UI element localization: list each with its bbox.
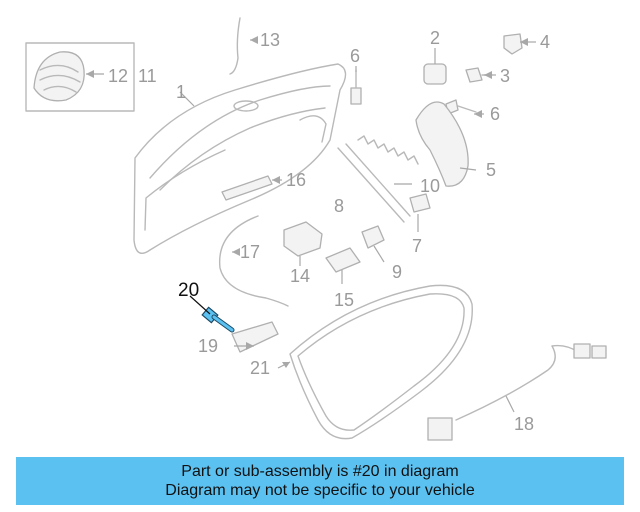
part-19-bracket [231, 321, 279, 353]
callout-6-upper: 6 [350, 46, 360, 66]
callout-7: 7 [412, 236, 422, 256]
part-7-bumper [409, 193, 431, 213]
part-6-bolt-upper [350, 69, 362, 105]
callout-11: 11 [138, 66, 157, 86]
callout-6-lower: 6 [490, 104, 500, 124]
banner-line-1: Part or sub-assembly is #20 in diagram [181, 463, 459, 480]
callout-12: 12 [108, 66, 128, 86]
inset-box [25, 42, 135, 112]
part-1-trunk-lid [133, 63, 347, 254]
parts-diagram: 1 2 3 4 5 6 6 7 8 9 10 11 12 13 14 15 16… [25, 17, 607, 441]
callout-16: 16 [286, 170, 306, 190]
callout-19: 19 [198, 336, 218, 356]
part-15-bracket [325, 247, 361, 273]
callout-18: 18 [514, 414, 534, 434]
part-17-cable [218, 215, 289, 307]
part-14-latch [283, 221, 323, 257]
part-2-clip [423, 48, 447, 85]
part-4-clip [503, 33, 523, 55]
callout-13: 13 [260, 30, 280, 50]
callout-15: 15 [334, 290, 354, 310]
part-21-weatherstrip [289, 284, 473, 440]
callout-21: 21 [250, 358, 270, 378]
callout-4: 4 [540, 32, 550, 52]
part-18-harness [427, 343, 607, 441]
callout-3: 3 [500, 66, 510, 86]
callout-9: 9 [392, 262, 402, 282]
part-8-strut [337, 143, 411, 223]
callout-1: 1 [176, 82, 186, 102]
part-5-hinge [415, 101, 469, 187]
callout-2: 2 [430, 28, 440, 48]
part-13-cable [229, 17, 241, 75]
callout-14: 14 [290, 266, 310, 286]
callout-10: 10 [420, 176, 440, 196]
callout-17: 17 [240, 242, 260, 262]
part-12-latch-motor [33, 51, 85, 102]
part-9-striker [361, 225, 385, 249]
callout-8: 8 [334, 196, 344, 216]
part-10-spring [357, 135, 419, 165]
info-banner: Part or sub-assembly is #20 in diagram D… [16, 457, 624, 505]
banner-line-2: Diagram may not be specific to your vehi… [165, 482, 475, 499]
callout-20: 20 [178, 280, 199, 301]
part-16-trim [221, 175, 273, 201]
callout-5: 5 [486, 160, 496, 180]
